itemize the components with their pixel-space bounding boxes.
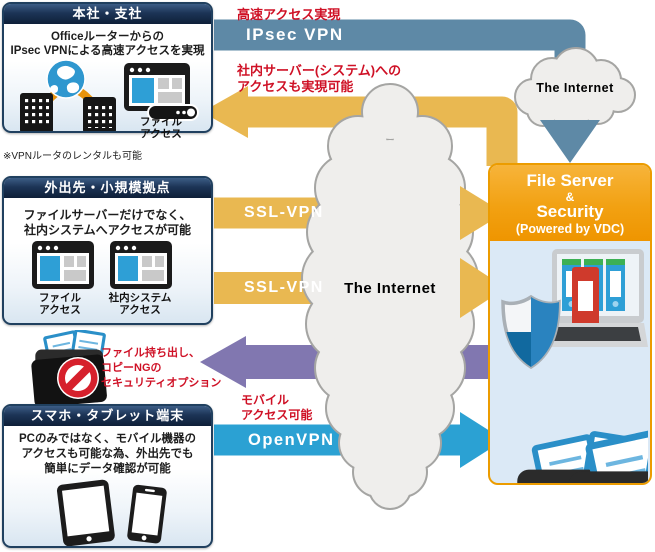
remote-office-box: 外出先・小規模拠点 ファイルサーバーだけでなく、 社内システムへアクセスが可能 xyxy=(2,176,213,325)
file-server-title-line1: File Server xyxy=(526,171,614,190)
remote-system-access-label: 社内システム アクセス xyxy=(108,292,172,316)
ssl2-arrowhead-right xyxy=(460,258,506,318)
file-server-illustration xyxy=(501,249,648,483)
prohibition-icon xyxy=(57,357,99,399)
ssl1-arrowhead-right xyxy=(460,186,504,240)
security-option-note-line3: セキュリティオプション xyxy=(101,377,222,389)
ipsec-arrowhead-down xyxy=(540,120,600,163)
remote-file-access-label: ファイル アクセス xyxy=(39,292,81,316)
building-icon xyxy=(20,93,53,131)
internal-server-note-line1: 社内サーバー(システム)への xyxy=(237,63,402,78)
remote-description-line1: ファイルサーバーだけでなく、 xyxy=(23,208,192,222)
system-access-monitor-icon xyxy=(110,241,172,289)
file-server-title-line3: Security xyxy=(536,202,604,221)
mobile-icons xyxy=(56,479,167,546)
file-copy-ng-icon xyxy=(29,330,109,404)
return-arrowhead-left xyxy=(202,86,248,138)
remote-icons xyxy=(32,241,172,289)
globe-icon xyxy=(46,59,86,99)
file-server-title-line4: (Powered by VDC) xyxy=(515,222,625,236)
mobile-access-note-line2: アクセス可能 xyxy=(241,408,313,422)
security-option-note-line2: コピーNGの xyxy=(101,362,162,374)
mobile-tablet-box: スマホ・タブレット端末 PCのみではなく、モバイル機器の アクセスも可能な為、外… xyxy=(2,404,213,548)
security-option-note-line1: ファイル持ち出し、 xyxy=(101,347,200,359)
security-shield-icon xyxy=(501,294,561,370)
hq-icons xyxy=(20,59,199,131)
file-server-title-line2: & xyxy=(565,190,575,204)
hq-description-line2: IPsec VPNによる高速アクセスを実現 xyxy=(10,45,205,57)
mobile-description-line1: PCのみではなく、モバイル機器の xyxy=(19,433,196,445)
file-server-header: File Server & Security (Powered by VDC) xyxy=(490,165,650,241)
openvpn-label: OpenVPN xyxy=(248,431,335,449)
hq-description-line1: Officeルーターからの xyxy=(50,31,165,43)
internet-label-top-right: The Internet xyxy=(536,81,614,95)
router-icon xyxy=(147,104,199,121)
internet-cloud-top-right xyxy=(514,47,636,131)
remote-office-box-title: 外出先・小規模拠点 xyxy=(4,178,211,198)
smartphone-icon xyxy=(127,484,167,544)
mobile-access-note-line1: モバイル xyxy=(241,393,290,407)
openvpn-arrowhead-right xyxy=(460,412,504,468)
mobile-description-line2: アクセスも可能な為、外出先でも xyxy=(21,448,194,460)
hq-branch-box-title: 本社・支社 xyxy=(4,4,211,24)
remote-description-line2: 社内システムへアクセスが可能 xyxy=(23,223,192,237)
vpn-router-rental-note: ※VPNルータのレンタルも可能 xyxy=(3,151,142,162)
security-arrowhead-left xyxy=(200,336,246,388)
internet-label-center: The Internet xyxy=(344,280,436,297)
ipsec-vpn-label: IPsec VPN xyxy=(246,25,344,44)
hq-branch-box: 本社・支社 Officeルーターからの IPsec VPNによる高速アクセスを実… xyxy=(2,2,213,133)
file-server-box: File Server & Security (Powered by VDC) xyxy=(488,163,652,485)
mobile-tablet-box-title: スマホ・タブレット端末 xyxy=(4,406,211,426)
ssl-vpn-label-1: SSL-VPN xyxy=(244,204,324,221)
mobile-description-line3: 簡単にデータ確認が可能 xyxy=(44,463,171,475)
building-icon xyxy=(83,97,116,131)
internal-server-return-band xyxy=(246,96,518,166)
ssl-vpn-label-2: SSL-VPN xyxy=(244,279,324,296)
laptop-binders-icon xyxy=(542,249,648,347)
file-access-monitor-icon xyxy=(32,241,94,289)
hq-file-access-label: ファイル アクセス xyxy=(140,116,182,140)
internet-cloud-center xyxy=(301,83,479,510)
high-speed-note: 高速アクセス実現 xyxy=(237,7,341,22)
internal-server-note-line2: アクセスも実現可能 xyxy=(237,79,354,94)
tablet-icon xyxy=(56,479,115,546)
file-access-monitor-icon xyxy=(124,63,190,111)
